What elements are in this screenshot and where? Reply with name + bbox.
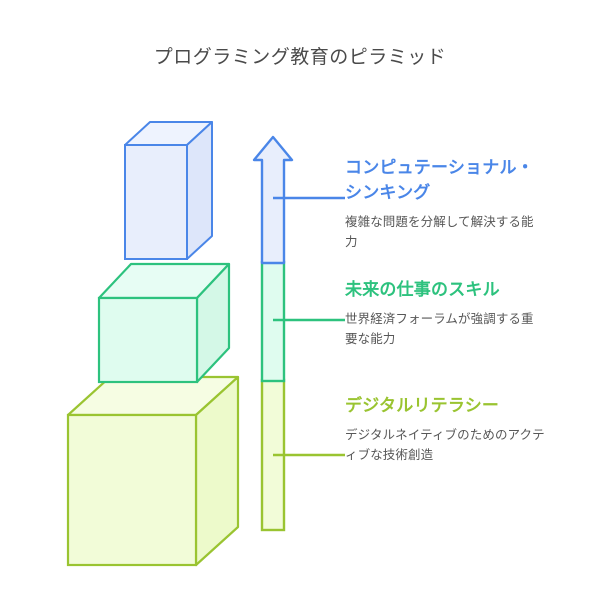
level-label-group-digital-literacy[interactable]: デジタルリテラシー デジタルネイティブのためのアクティブな技術創造 bbox=[345, 393, 545, 465]
pyramid-block-middle[interactable] bbox=[97, 262, 231, 384]
level-description-middle: 世界経済フォーラムが強調する重要な能力 bbox=[345, 312, 534, 346]
level-description-top: 複雑な問題を分解して解決する能力 bbox=[345, 215, 534, 249]
level-title-middle: 未来の仕事のスキル bbox=[345, 280, 500, 299]
block-top-cap-right bbox=[186, 121, 213, 260]
level-label-group-computational-thinking[interactable]: コンピュテーショナル・シンキング 複雑な問題を分解して解決する能力 bbox=[345, 155, 545, 252]
block-bottom-front-face bbox=[66, 413, 198, 567]
level-description-bottom: デジタルネイティブのためのアクティブな技術創造 bbox=[345, 428, 545, 462]
progress-arrow bbox=[252, 135, 294, 532]
level-title-top: コンピュテーショナル・シンキング bbox=[345, 158, 534, 202]
block-top-front-face bbox=[124, 144, 188, 260]
level-title-bottom: デジタルリテラシー bbox=[345, 396, 500, 415]
block-middle-front-face bbox=[97, 296, 199, 384]
arrow-segment-top bbox=[252, 135, 294, 265]
arrow-segment-middle bbox=[260, 260, 286, 383]
pyramid-block-bottom[interactable] bbox=[66, 375, 240, 567]
pyramid-block-top[interactable] bbox=[124, 121, 213, 260]
level-label-group-future-work-skills[interactable]: 未来の仕事のスキル 世界経済フォーラムが強調する重要な能力 bbox=[345, 277, 545, 349]
page-title: プログラミング教育のピラミッド bbox=[153, 47, 447, 68]
